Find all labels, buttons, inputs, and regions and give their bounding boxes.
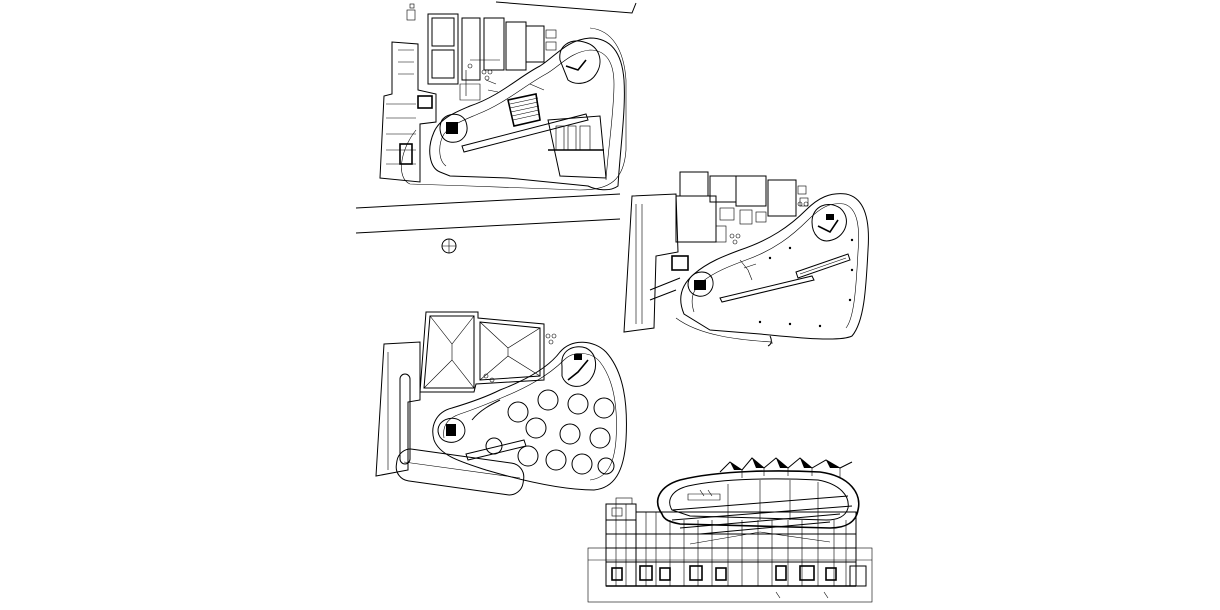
roof-garden-envelope [395, 341, 627, 496]
section-annex [849, 565, 867, 587]
section-building-frame [605, 497, 857, 587]
section-sawtooth-roof [719, 457, 853, 478]
section-ground-box [587, 547, 873, 603]
north-blocks [427, 13, 557, 101]
site-road [355, 1, 637, 234]
plan-ground-site [355, 1, 637, 254]
section-ramp-loop [656, 470, 860, 545]
site-boundary [401, 27, 627, 191]
plan-upper-level [623, 171, 869, 347]
roof-west-bar [375, 341, 421, 477]
plan-roof-level [375, 311, 627, 496]
west-wing [379, 41, 437, 183]
site-tree-symbol [441, 238, 457, 254]
upper-ramp-envelope [649, 193, 869, 347]
upper-north-rooms [675, 171, 809, 243]
upper-west-strip [623, 193, 679, 333]
ramp-envelope [429, 37, 625, 191]
hip-roof [419, 311, 557, 393]
building-section [587, 457, 873, 603]
